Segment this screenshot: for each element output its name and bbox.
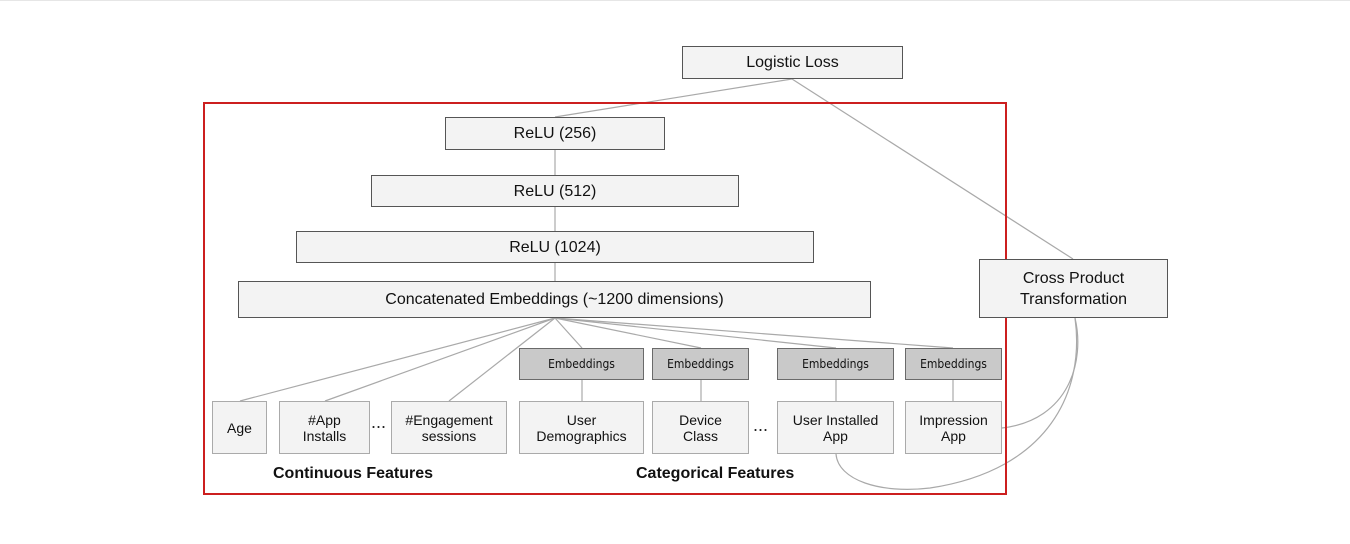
feature-age-label: Age (227, 419, 252, 436)
edge-concat-emb1 (554, 317, 583, 349)
feature-user-installed-app-label: User Installed App (792, 411, 879, 444)
edge-concat-app-installs (324, 317, 556, 402)
relu-1024-node: ReLU (1024) (296, 231, 814, 263)
embeddings-node-2: Embeddings (652, 348, 749, 380)
embeddings-label-3: Embeddings (802, 357, 869, 371)
edge-concat-emb4 (554, 317, 954, 349)
logistic-loss-label: Logistic Loss (746, 54, 839, 71)
continuous-features-caption: Continuous Features (273, 465, 434, 482)
concatenated-embeddings-label: Concatenated Embeddings (~1200 dimension… (385, 291, 724, 308)
feature-app-installs: #App Installs (279, 401, 370, 454)
feature-engagement-sessions: #Engagement sessions (391, 401, 507, 454)
feature-app-installs-label: #App Installs (302, 411, 347, 444)
feature-user-demographics-label: User Demographics (536, 411, 627, 444)
edge-concat-emb2 (554, 317, 702, 349)
embeddings-label-2: Embeddings (667, 357, 734, 371)
relu-256-label: ReLU (256) (513, 125, 597, 142)
relu-512-node: ReLU (512) (371, 175, 739, 207)
categorical-ellipsis: ... (753, 415, 769, 435)
embeddings-node-1: Embeddings (519, 348, 644, 380)
logistic-loss-node: Logistic Loss (682, 46, 903, 79)
edge-cross-installed (835, 317, 1078, 490)
cross-product-node: Cross Product Transformation (979, 259, 1168, 318)
edge-loss-to-crossproduct (791, 78, 1074, 260)
embeddings-label-4: Embeddings (920, 357, 987, 371)
relu-512-label: ReLU (512) (513, 182, 597, 200)
concatenated-embeddings-node: Concatenated Embeddings (~1200 dimension… (238, 281, 871, 318)
continuous-ellipsis: ... (371, 412, 387, 432)
edge-concat-engagement (448, 317, 556, 402)
feature-user-demographics: User Demographics (519, 401, 644, 454)
relu-256-node: ReLU (256) (445, 117, 665, 150)
feature-impression-app: Impression App (905, 401, 1002, 454)
feature-engagement-sessions-label: #Engagement sessions (405, 411, 493, 444)
embeddings-node-4: Embeddings (905, 348, 1002, 380)
edge-concat-emb3 (554, 317, 837, 349)
feature-impression-app-label: Impression App (919, 411, 988, 444)
relu-1024-label: ReLU (1024) (509, 238, 601, 256)
edge-loss-to-relu256 (554, 78, 793, 118)
feature-age: Age (212, 401, 267, 454)
embeddings-label-1: Embeddings (548, 357, 615, 371)
feature-device-class-label: Device Class (679, 411, 722, 444)
edge-concat-age (239, 317, 556, 402)
cross-product-label: Cross Product Transformation (1020, 269, 1127, 308)
edge-cross-impression (1001, 317, 1079, 429)
categorical-features-caption: Categorical Features (636, 465, 795, 482)
embeddings-node-3: Embeddings (777, 348, 894, 380)
feature-device-class: Device Class (652, 401, 749, 454)
feature-user-installed-app: User Installed App (777, 401, 894, 454)
top-rule (0, 0, 1350, 1)
